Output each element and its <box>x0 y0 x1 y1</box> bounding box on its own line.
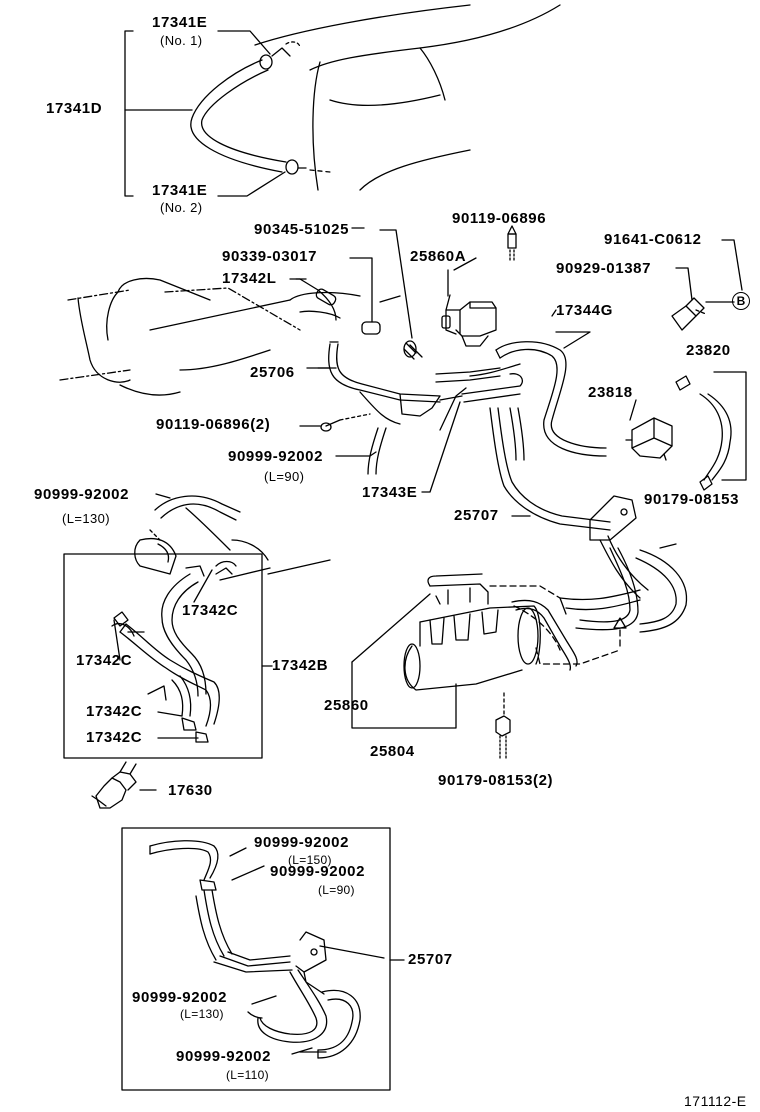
label-box-hose-4-length: (L=110) <box>226 1068 269 1082</box>
filter-23818 <box>625 239 747 549</box>
label-hose-90999-l130: 90999-92002 <box>34 486 130 503</box>
label-hose-17342L: 17342L <box>222 270 277 287</box>
label-clamp-17341E-no1: 17341E <box>152 14 208 31</box>
label-box-hose-3-length: (L=130) <box>180 1007 224 1021</box>
label-hose-23820: 23820 <box>686 342 731 359</box>
label-box-hose-3: 90999-92002 <box>132 989 228 1006</box>
label-box-hose-4: 90999-92002 <box>176 1048 272 1065</box>
upper-fittings <box>295 229 423 360</box>
left-hose-box <box>63 495 331 759</box>
label-clamp-no1-note: (No. 1) <box>160 33 203 48</box>
label-filter-23818: 23818 <box>588 384 633 401</box>
label-hose-90999-l90-length: (L=90) <box>264 469 305 484</box>
label-clamp-90929: 90929-01387 <box>556 260 652 277</box>
valve-25860A <box>441 225 517 347</box>
bottom-pipe-box <box>121 827 391 1091</box>
label-clamp-17342C-4: 17342C <box>86 729 143 746</box>
label-nut-90179-qty2: 90179-08153(2) <box>438 772 554 789</box>
sensor-17630 <box>91 761 137 809</box>
top-hose-group <box>124 4 561 197</box>
label-box-hose-1: 90999-92002 <box>254 834 350 851</box>
label-box-hose-2-length: (L=90) <box>318 883 355 897</box>
label-vsv-25860: 25860 <box>324 697 369 714</box>
pipe-25706 <box>306 341 501 475</box>
label-bolt-90345: 90345-51025 <box>254 221 350 238</box>
engine-outline-mid <box>59 277 401 396</box>
label-plug-90339: 90339-03017 <box>222 248 318 265</box>
label-hose-17343E: 17343E <box>362 484 418 501</box>
label-valve-25860A: 25860A <box>410 248 467 265</box>
valve-assembly-25804 <box>351 573 641 761</box>
label-box-hose-2: 90999-92002 <box>270 863 366 880</box>
label-hose-17341D: 17341D <box>46 100 103 117</box>
label-pipe-25706: 25706 <box>250 364 295 381</box>
label-clamp-no2-note: (No. 2) <box>160 200 203 215</box>
label-clamp-17342C-left: 17342C <box>76 652 133 669</box>
label-clamp-17341E-no2: 17341E <box>152 182 208 199</box>
label-valve-assy-25804: 25804 <box>370 743 415 760</box>
label-pipe-25707: 25707 <box>454 507 499 524</box>
label-assembly-25707: 25707 <box>408 951 453 968</box>
leader-lines <box>113 227 637 961</box>
label-clamp-17342C-3: 17342C <box>86 703 143 720</box>
label-hose-90999-l90: 90999-92002 <box>228 448 324 465</box>
label-sensor-17630: 17630 <box>168 782 213 799</box>
label-box-hose-1-length: (L=150) <box>288 853 332 867</box>
label-hose-group-17342B: 17342B <box>272 657 329 674</box>
label-nut-90179-right: 90179-08153 <box>644 491 740 508</box>
label-clip-91641: 91641-C0612 <box>604 231 702 248</box>
hoses-17344G-17343E <box>439 331 688 633</box>
label-clamp-17342C-inner: 17342C <box>182 602 239 619</box>
label-hose-17344G: 17344G <box>556 302 613 319</box>
label-hose-90999-l130-length: (L=130) <box>62 511 110 526</box>
diagram-code: 171112-E <box>684 1093 747 1109</box>
label-screw-90119-qty2: 90119-06896(2) <box>156 416 271 433</box>
label-screw-90119-top: 90119-06896 <box>452 210 547 227</box>
reference-circle-b: B <box>732 292 750 310</box>
